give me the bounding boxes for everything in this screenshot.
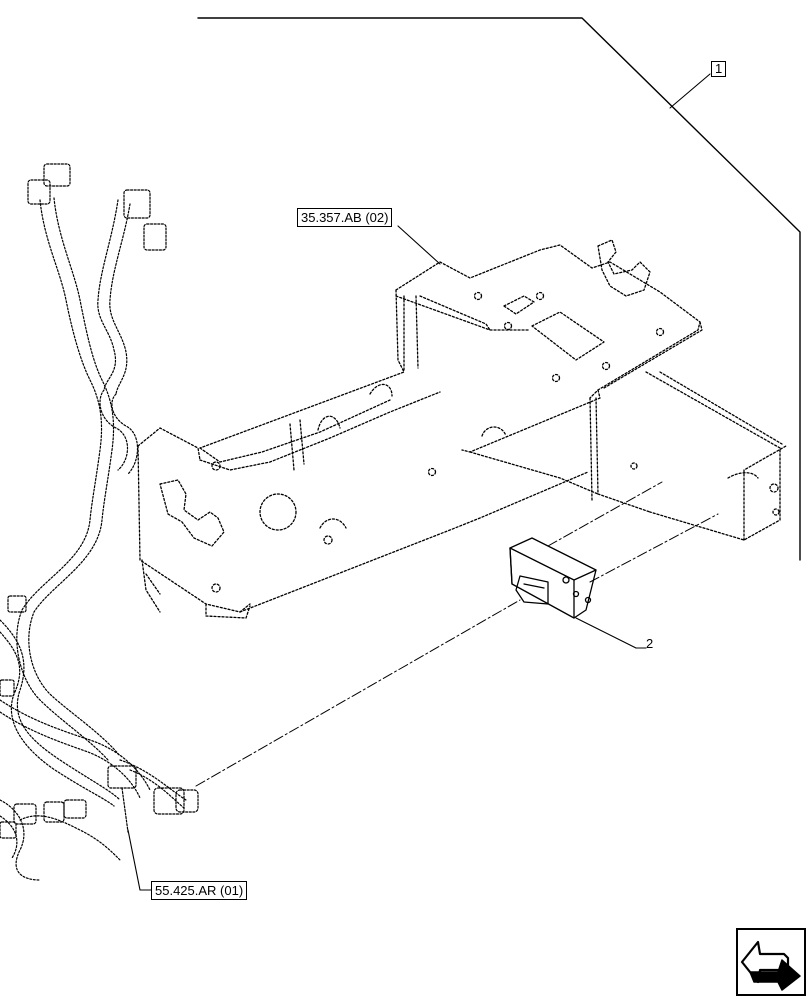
wiring-harness — [0, 197, 187, 881]
next-page-arrow-icon[interactable] — [736, 928, 806, 996]
assembly-lines — [195, 481, 719, 787]
harness-reference-label[interactable]: 55.425.AR (01) — [151, 881, 248, 900]
harness-connectors — [0, 163, 199, 839]
electronic-module — [509, 537, 597, 619]
callout-2: 2 — [646, 636, 654, 651]
assembly-bracket — [197, 17, 801, 561]
mounting-frame — [137, 239, 787, 619]
frame-reference-label[interactable]: 35.357.AB (02) — [297, 208, 393, 227]
callout-1: 1 — [711, 61, 727, 77]
